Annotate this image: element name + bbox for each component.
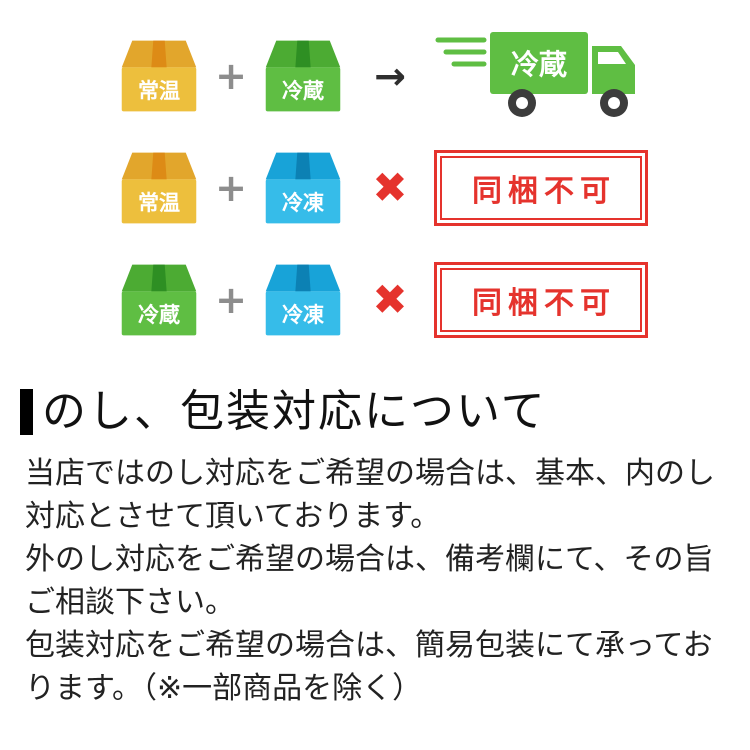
paragraph-wrapping: 包装対応をご希望の場合は、簡易包装にて承っております。（※一部商品を除く） [25,628,713,707]
section-title: のし、包装対応について [20,386,750,437]
refrigerated-box-icon: 冷蔵 [121,264,197,336]
shipping-combination-diagram: 常温 + 冷蔵 → [0,32,750,342]
frozen-box-icon: 冷凍 [265,152,341,224]
paragraph-inner-noshi: 当店ではのし対応をご希望の場合は、基本、内のし対応とさせて頂いております。 [25,456,715,535]
title-bar-accent [20,389,33,436]
refrigerated-box-icon: 冷蔵 [265,40,341,112]
room-temperature-box-icon: 常温 [121,152,197,224]
paragraph-outer-noshi: 外のし対応をご希望の場合は、備考欄にて、その旨ご相談下さい。 [25,542,714,621]
box-label: 冷蔵 [282,78,324,103]
plus-icon: + [215,278,247,322]
arrow-icon: → [374,54,406,98]
combination-row-ok: 常温 + 冷蔵 → [116,32,750,118]
frozen-box-icon: 冷凍 [265,264,341,336]
plus-icon: + [215,166,247,210]
no-bundling-stamp: 同梱不可 [434,150,648,226]
truck-label: 冷蔵 [511,48,567,81]
box-label: 常温 [138,190,180,215]
delivery-truck-icon: 冷蔵 [435,32,635,117]
cross-icon: ✖ [372,275,408,324]
box-label: 冷蔵 [138,302,180,327]
combination-row-ng-1: 常温 + 冷凍 ✖ 同梱不可 [116,146,750,230]
cross-icon: ✖ [372,163,408,212]
box-label: 常温 [138,78,180,103]
no-bundling-stamp-label: 同梱不可 [440,268,642,332]
combination-row-ng-2: 冷蔵 + 冷凍 ✖ 同梱不可 [116,258,750,342]
noshi-wrapping-section: のし、包装対応について 当店ではのし対応をご希望の場合は、基本、内のし対応とさせ… [0,386,750,710]
no-bundling-stamp: 同梱不可 [434,262,648,338]
room-temperature-box-icon: 常温 [121,40,197,112]
no-bundling-stamp-label: 同梱不可 [440,156,642,220]
box-label: 冷凍 [282,190,324,215]
section-title-text: のし、包装対応について [42,386,547,437]
plus-icon: + [215,54,247,98]
section-body: 当店ではのし対応をご希望の場合は、基本、内のし対応とさせて頂いております。 外の… [25,452,733,710]
box-label: 冷凍 [282,302,324,327]
motion-lines-icon [435,37,487,67]
